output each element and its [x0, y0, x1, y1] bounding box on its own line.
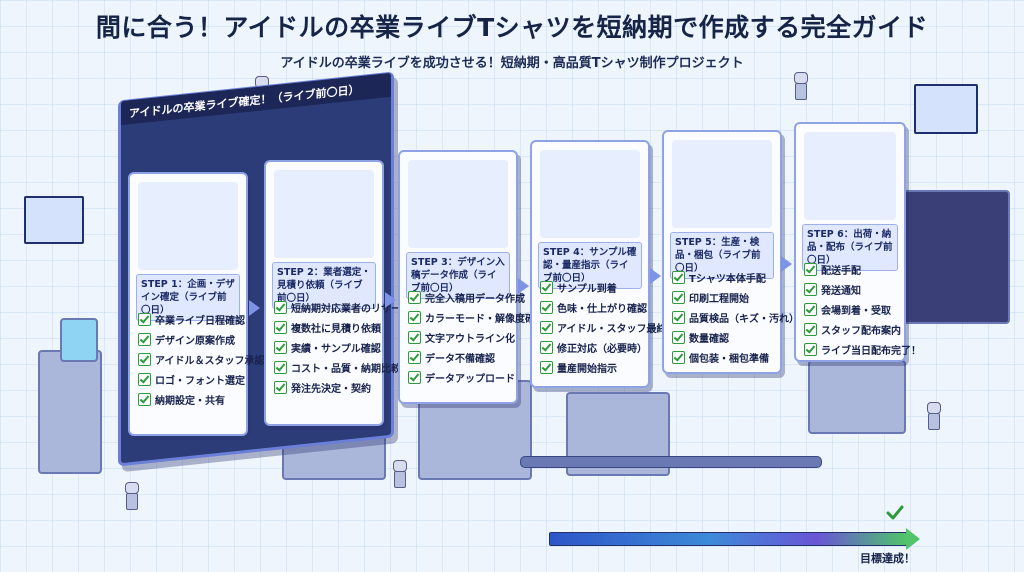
list-item: アイドル＆スタッフ承認	[138, 352, 265, 367]
checkbox-icon	[274, 341, 287, 354]
checkbox-icon	[540, 301, 553, 314]
step-label: STEP 3：デザイン入稿データ作成（ライブ前〇日）	[406, 252, 510, 299]
robot-icon	[124, 482, 139, 510]
monitor-chart-left	[24, 196, 84, 244]
conveyor	[520, 456, 822, 468]
tshirt-monitor-illustration	[408, 160, 508, 248]
list-item: 複数社に見積り依頼	[274, 320, 381, 335]
list-item: 短納期対応業者のリサーチ	[274, 300, 411, 315]
checkbox-icon	[274, 361, 287, 374]
step-label: STEP 1：企画・デザイン確定（ライブ前〇日）	[136, 274, 240, 321]
list-item: 納期設定・共有	[138, 392, 242, 407]
list-item: 実績・サンプル確認	[274, 340, 381, 355]
arrow-icon	[781, 256, 792, 272]
step-label: STEP 6：出荷・納品・配布（ライブ前〇日）	[802, 224, 898, 271]
checkbox-icon	[804, 343, 817, 356]
list-item: データアップロード	[408, 370, 515, 385]
list-item: 数量確認	[672, 330, 776, 345]
checkbox-icon	[408, 371, 421, 384]
list-item: 卒業ライブ日程確認	[138, 312, 245, 327]
list-item: デザイン原案作成	[138, 332, 242, 347]
arrow-icon	[385, 292, 396, 308]
list-item: 発送通知	[804, 282, 900, 297]
monitor-chart-right	[914, 84, 978, 134]
printer-stopwatch-illustration	[274, 170, 374, 258]
step-label: STEP 2：業者選定・見積り依頼（ライブ前〇日）	[272, 262, 376, 309]
checkbox-icon	[274, 321, 287, 334]
list-item: Tシャツ本体手配	[672, 270, 776, 285]
list-item: スタッフ配布案内	[804, 322, 901, 337]
checkbox-icon	[540, 361, 553, 374]
list-item: 文字アウトライン化	[408, 330, 515, 345]
checkbox-icon	[138, 393, 151, 406]
checkbox-icon	[672, 271, 685, 284]
progress-bar	[549, 528, 920, 550]
step-label: STEP 4：サンプル確認・量産指示（ライブ前〇日）	[538, 242, 642, 289]
checkbox-icon	[540, 281, 553, 294]
list-item: カラーモード・解像度確認	[408, 310, 545, 325]
checkbox-icon	[804, 303, 817, 316]
checkbox-icon	[138, 333, 151, 346]
tshirt-check-illustration	[540, 150, 640, 238]
list-item: 会場到着・受取	[804, 302, 900, 317]
list-item: サンプル到着	[540, 280, 644, 295]
goal-label: 目標達成！	[860, 552, 915, 565]
server-rack	[38, 350, 102, 474]
goal-check-icon	[886, 505, 904, 520]
list-item: データ不備確認	[408, 350, 512, 365]
checkbox-icon	[804, 283, 817, 296]
checkbox-icon	[274, 381, 287, 394]
checkbox-icon	[804, 323, 817, 336]
truck-dock	[808, 360, 906, 434]
step-card-5: STEP 5：生産・検品・梱包（ライブ前〇日） Tシャツ本体手配 印刷工程開始 …	[662, 130, 799, 374]
factory-illustration	[672, 140, 772, 228]
robot-icon	[793, 72, 808, 100]
step-card-2: STEP 2：業者選定・見積り依頼（ライブ前〇日） 短納期対応業者のリサーチ 複…	[264, 160, 411, 426]
checkbox-icon	[138, 313, 151, 326]
robot-icon	[926, 402, 941, 430]
arrow-icon	[650, 268, 661, 284]
step-card-6: STEP 6：出荷・納品・配布（ライブ前〇日） 配送手配 発送通知 会場到着・受…	[794, 122, 921, 362]
step-label: STEP 5：生産・検品・梱包（ライブ前〇日）	[670, 232, 774, 279]
list-item: 個包装・梱包準備	[672, 350, 776, 365]
checkbox-icon	[408, 351, 421, 364]
stage	[902, 190, 1010, 324]
checkbox-icon	[138, 353, 151, 366]
step-card-4: STEP 4：サンプル確認・量産指示（ライブ前〇日） サンプル到着 色味・仕上が…	[530, 140, 687, 388]
list-item: ライブ当日配布完了！	[804, 342, 921, 357]
page-title: 間に合う！アイドルの卒業ライブTシャツを短納期で作成する完全ガイド	[95, 13, 929, 42]
list-item: 配送手配	[804, 262, 900, 277]
list-item: 品質検品（キズ・汚れ）	[672, 310, 799, 325]
robot-icon	[392, 460, 407, 488]
checkbox-icon	[672, 351, 685, 364]
list-item: 量産開始指示	[540, 360, 644, 375]
checkbox-icon	[138, 373, 151, 386]
checkbox-icon	[408, 291, 421, 304]
checkbox-icon	[672, 331, 685, 344]
truck-illustration	[804, 132, 896, 220]
idol-illustration	[138, 182, 238, 270]
list-item: ロゴ・フォント選定	[138, 372, 245, 387]
page-subtitle: アイドルの卒業ライブを成功させる！短納期・高品質Tシャツ制作プロジェクト	[280, 56, 744, 71]
list-item: 完全入稿用データ作成	[408, 290, 525, 305]
list-item: 修正対応（必要時）	[540, 340, 647, 355]
checkbox-icon	[672, 291, 685, 304]
water-tank	[60, 318, 98, 362]
checkbox-icon	[672, 311, 685, 324]
arrow-icon	[249, 300, 260, 316]
list-item: コスト・品質・納期比較	[274, 360, 401, 375]
list-item: 印刷工程開始	[672, 290, 776, 305]
arrow-icon	[518, 278, 529, 294]
list-item: 色味・仕上がり確認	[540, 300, 647, 315]
step-card-3: STEP 3：デザイン入稿データ作成（ライブ前〇日） 完全入稿用データ作成 カラ…	[398, 150, 545, 404]
checkbox-icon	[274, 301, 287, 314]
checkbox-icon	[804, 263, 817, 276]
checkbox-icon	[408, 331, 421, 344]
checkbox-icon	[540, 321, 553, 334]
checkbox-icon	[408, 311, 421, 324]
list-item: 発注先決定・契約	[274, 380, 378, 395]
step-card-1: STEP 1：企画・デザイン確定（ライブ前〇日） 卒業ライブ日程確認 デザイン原…	[128, 172, 265, 436]
list-item: アイドル・スタッフ最終確認	[540, 320, 687, 335]
checkbox-icon	[540, 341, 553, 354]
